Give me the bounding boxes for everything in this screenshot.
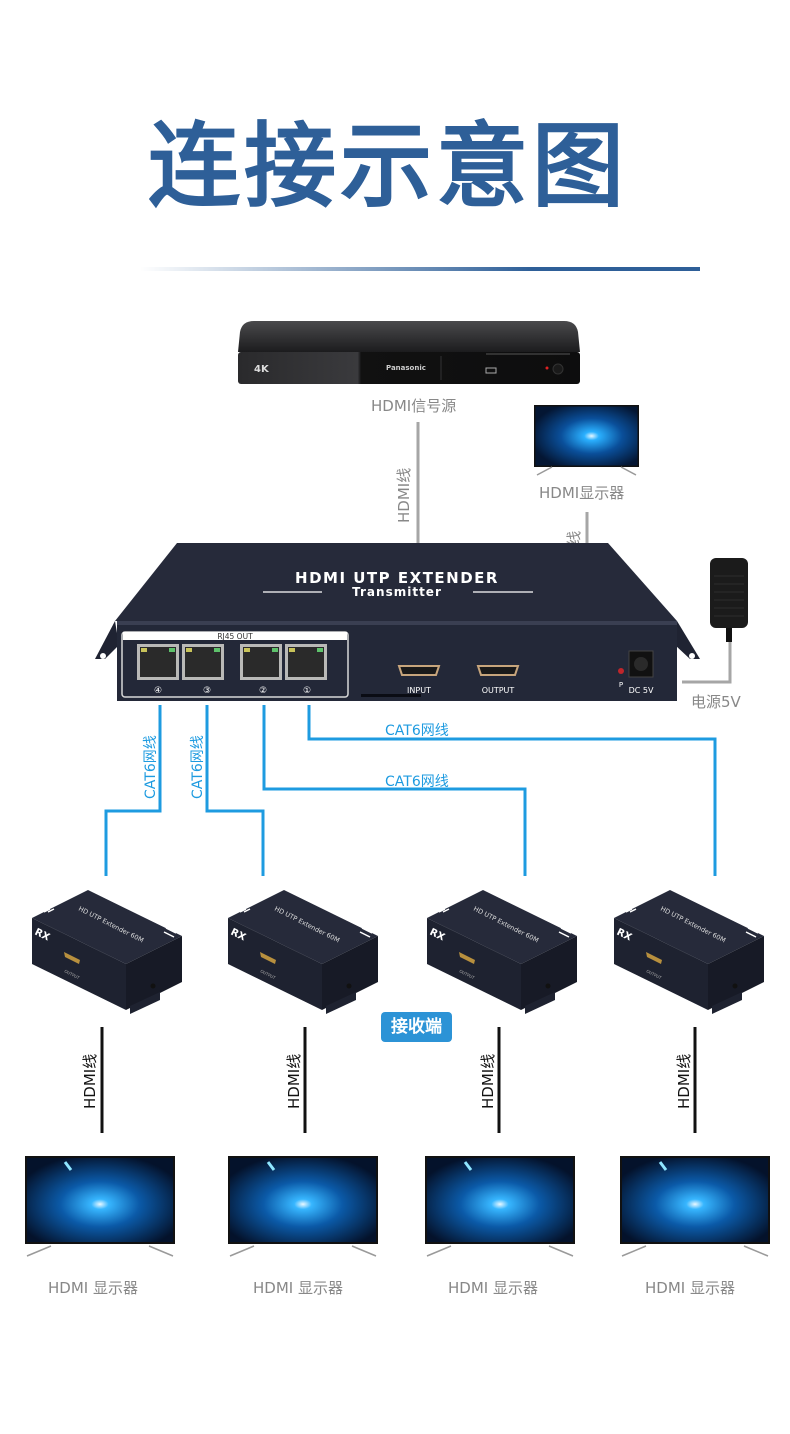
source-4k-badge: 4K — [254, 364, 270, 375]
hdmi-input-cable-label: HDMI线 — [395, 467, 413, 523]
hdmi-cable-label-rx4: HDMI线 — [675, 1053, 693, 1109]
tv-icon — [425, 1156, 575, 1257]
port-1-label: ① — [303, 686, 311, 696]
rj45-ports — [137, 644, 327, 680]
hdmi-cable-label-rx1: HDMI线 — [81, 1053, 99, 1109]
page-title: 连接示意图 — [148, 113, 629, 220]
hdmi-output-label: OUTPUT — [482, 686, 515, 695]
cat6-cable-port2 — [262, 705, 527, 876]
dc-label: DC 5V — [629, 686, 654, 695]
cat6-cable-port4 — [104, 705, 162, 876]
power-led-icon — [618, 668, 624, 674]
title-divider — [140, 267, 700, 271]
tv-icon — [25, 1156, 175, 1257]
receiver-badge: 接收端 — [381, 1012, 452, 1042]
power-cable — [682, 640, 732, 684]
hdmi-cable-label-rx2: HDMI线 — [285, 1053, 303, 1109]
power-label: 电源5V — [691, 693, 741, 711]
transmitter-subtitle: Transmitter — [352, 585, 442, 599]
power-button-icon — [552, 363, 564, 375]
local-display — [534, 405, 640, 481]
hdmi-cable-label-rx3: HDMI线 — [479, 1053, 497, 1109]
cat6-label-port4: CAT6网线 — [143, 735, 159, 799]
power-led-label: P — [619, 681, 623, 689]
transmitter-device: HDMI UTP EXTENDER Transmitter RJ45 OUT ④… — [95, 543, 700, 701]
rx-hdmi-port-icon — [459, 952, 475, 964]
source-brand: Panasonic — [386, 364, 426, 372]
cat6-cable-port3 — [205, 705, 265, 876]
hdmi-input-label: INPUT — [407, 686, 431, 695]
source-label: HDMI信号源 — [371, 397, 457, 415]
cat6-label-port2: CAT6网线 — [385, 774, 449, 790]
port-4-label: ④ — [154, 686, 162, 696]
power-led-icon — [545, 366, 549, 370]
cat6-cable-port1 — [307, 705, 717, 876]
source-device: 4K Panasonic — [238, 321, 580, 384]
rx-hdmi-port-icon — [646, 952, 662, 964]
tv-icon — [534, 405, 639, 476]
display-label-3: HDMI 显示器 — [448, 1279, 538, 1297]
power-adapter — [710, 558, 748, 642]
usb-port-icon — [485, 367, 497, 374]
hdmi-display — [25, 1156, 177, 1262]
hdmi-input-port-icon — [397, 665, 441, 676]
hdmi-display — [228, 1156, 380, 1262]
display-label-2: HDMI 显示器 — [253, 1279, 343, 1297]
display-label-1: HDMI 显示器 — [48, 1279, 138, 1297]
port-3-label: ③ — [203, 686, 211, 696]
transmitter-name: HDMI UTP EXTENDER — [295, 569, 499, 587]
hdmi-display — [620, 1156, 772, 1262]
rj45-label: RJ45 OUT — [217, 632, 253, 641]
display-label-4: HDMI 显示器 — [645, 1279, 735, 1297]
tv-icon — [228, 1156, 378, 1257]
tv-icon — [620, 1156, 770, 1257]
local-display-label: HDMI显示器 — [539, 484, 625, 502]
rx-hdmi-port-icon — [64, 952, 80, 964]
rx-hdmi-port-icon — [260, 952, 276, 964]
cat6-label-port1: CAT6网线 — [385, 723, 449, 739]
hdmi-output-port-icon — [476, 665, 520, 676]
port-2-label: ② — [259, 686, 267, 696]
cat6-label-port3: CAT6网线 — [190, 735, 206, 799]
hdmi-display — [425, 1156, 577, 1262]
